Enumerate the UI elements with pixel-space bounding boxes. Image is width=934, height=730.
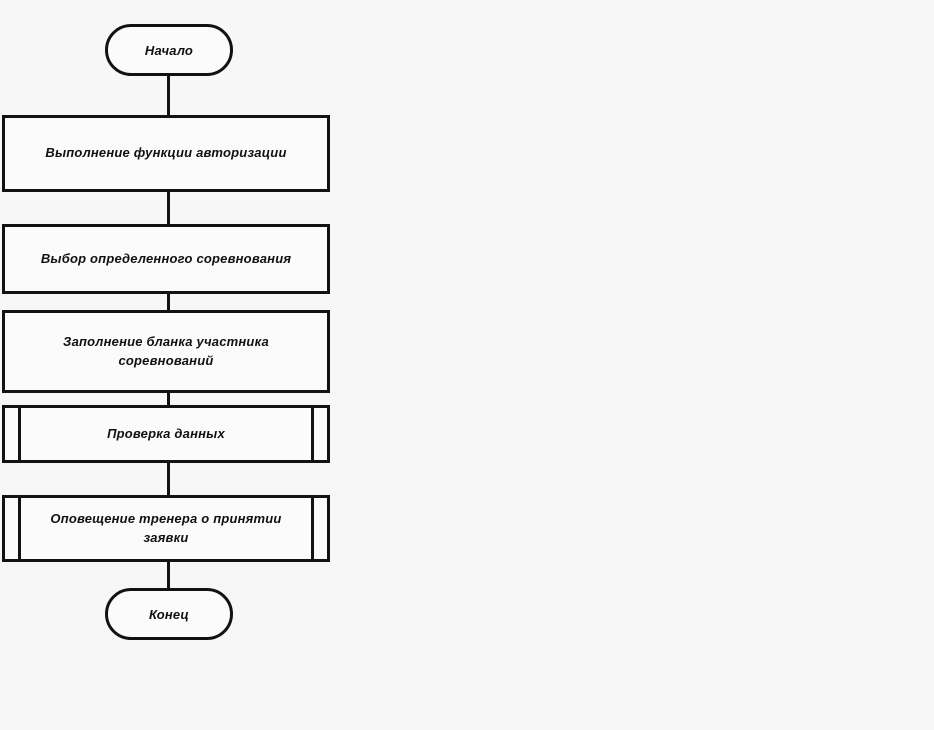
node-notify-coach-inner-frame: Оповещение тренера о принятии заявки — [18, 498, 314, 559]
node-fill-form-process[interactable]: Заполнение бланка участника соревнований — [2, 310, 330, 393]
edge-start-to-auth — [167, 75, 170, 117]
edge-fill-form-to-check-data — [167, 391, 170, 407]
node-select-competition-label: Выбор определенного соревнования — [40, 250, 292, 266]
node-end-label: Конец — [149, 606, 189, 622]
node-end-terminator[interactable]: Конец — [105, 588, 233, 640]
node-fill-form-label: Заполнение бланка участника соревнований — [63, 333, 269, 368]
edge-select-competition-to-fill-form — [167, 292, 170, 312]
edge-notify-coach-to-end — [167, 560, 170, 590]
node-start-terminator[interactable]: Начало — [105, 24, 233, 76]
node-check-data-label: Проверка данных — [107, 425, 225, 441]
node-start-label: Начало — [144, 42, 194, 58]
node-notify-coach-label: Оповещение тренера о принятии заявки — [50, 510, 282, 545]
node-notify-coach-predefined-process[interactable]: Оповещение тренера о принятии заявки — [2, 495, 330, 562]
node-auth-label: Выполнение функции авторизации — [45, 145, 287, 161]
node-check-data-inner-frame: Проверка данных — [18, 408, 314, 460]
node-select-competition-process[interactable]: Выбор определенного соревнования — [2, 224, 330, 294]
node-check-data-predefined-process[interactable]: Проверка данных — [2, 405, 330, 463]
edge-auth-to-select-competition — [167, 190, 170, 226]
edge-check-data-to-notify-coach — [167, 461, 170, 497]
node-auth-process[interactable]: Выполнение функции авторизации — [2, 115, 330, 192]
